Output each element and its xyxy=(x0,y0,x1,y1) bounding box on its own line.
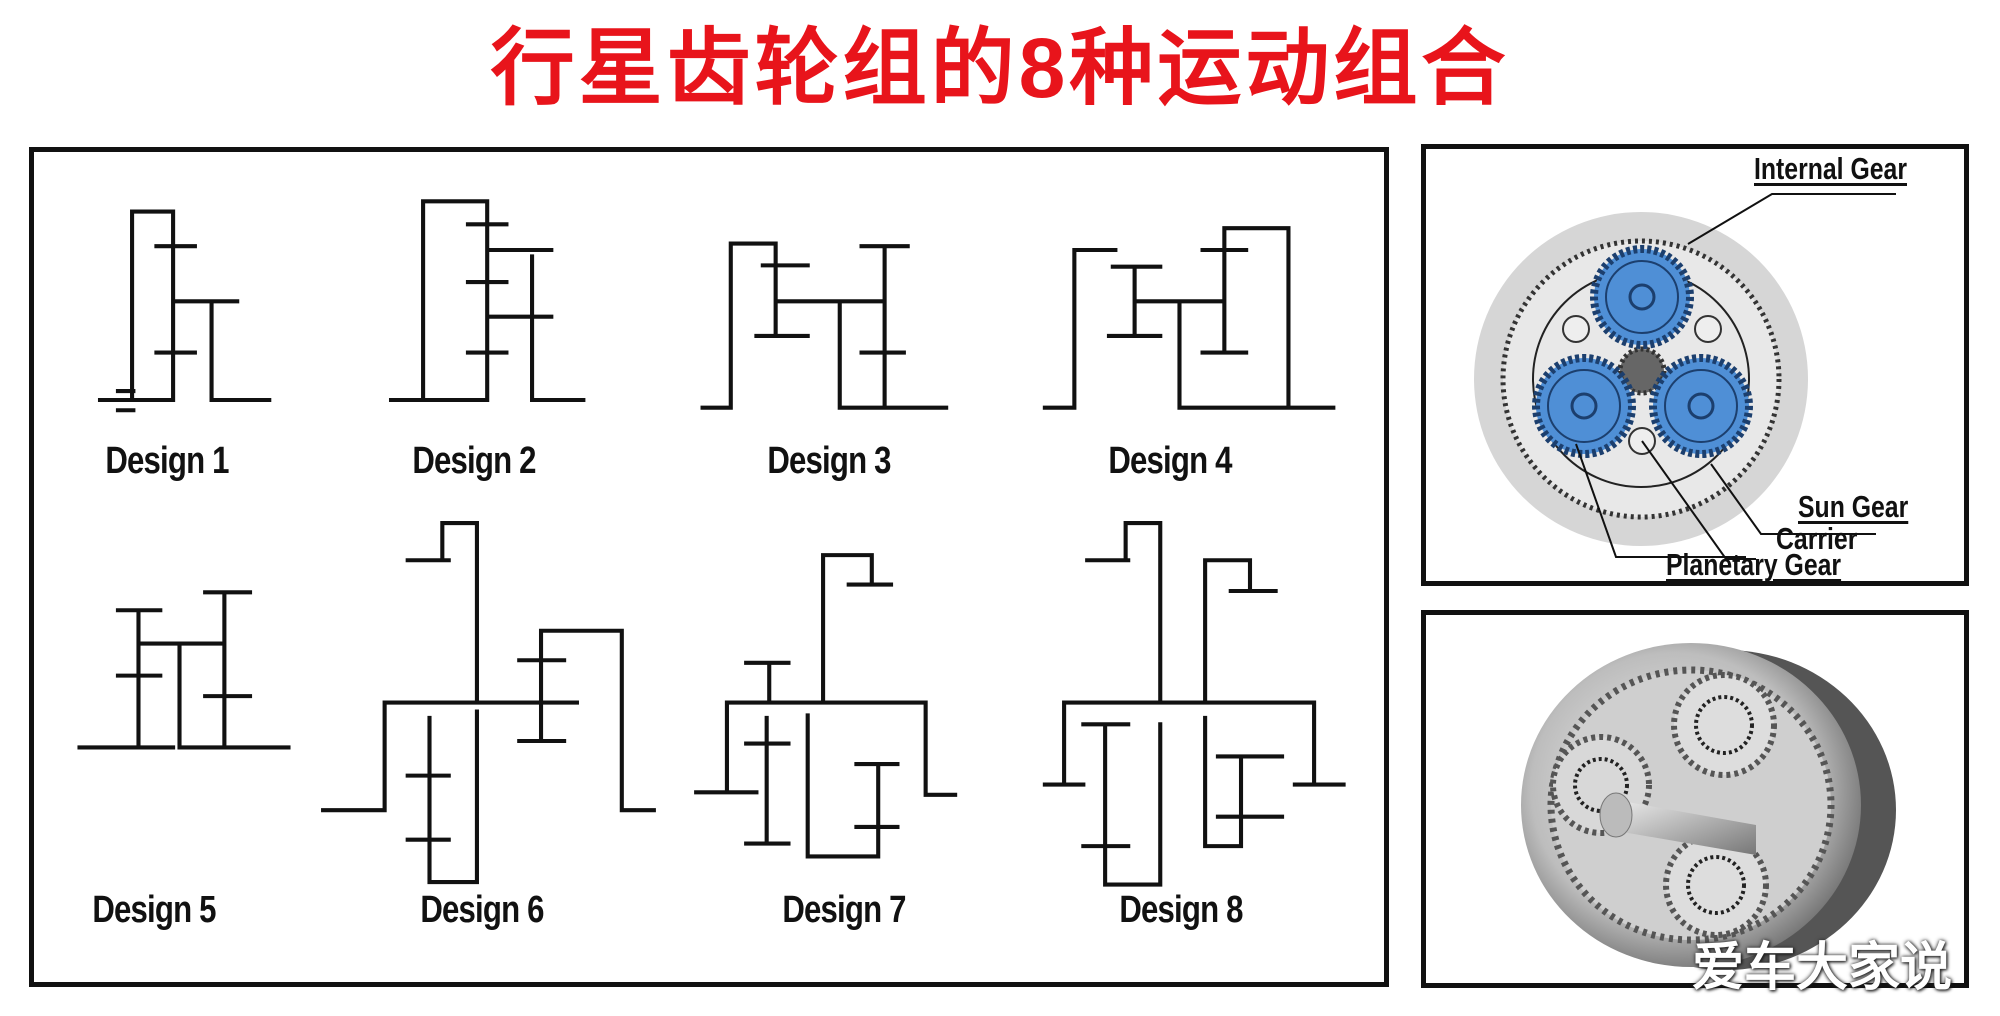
gear-photo-panel xyxy=(1421,610,1969,988)
design-8-schematic xyxy=(1042,521,1346,887)
designs-panel xyxy=(29,147,1389,987)
design-6-schematic xyxy=(321,521,656,885)
planetary-gear-label: Planetary Gear xyxy=(1666,547,1842,582)
design-8-label: Design 8 xyxy=(1119,889,1243,931)
design-3-label: Design 3 xyxy=(767,440,891,482)
design-4-schematic xyxy=(1042,226,1336,410)
page-title: 行星齿轮组的8种运动组合 xyxy=(490,21,1510,115)
planetary-gear-icon xyxy=(1532,245,1753,458)
design-6-label: Design 6 xyxy=(420,889,544,931)
watermark: 爱车大家说 xyxy=(1692,939,1953,997)
design-4-label: Design 4 xyxy=(1108,440,1232,482)
internal-gear-label: Internal Gear xyxy=(1754,151,1907,186)
design-7-schematic xyxy=(694,553,958,859)
design-5-schematic xyxy=(77,590,291,750)
design-5-label: Design 5 xyxy=(92,889,216,931)
planetary-gear-photo xyxy=(1521,643,1896,970)
design-3-schematic xyxy=(700,241,949,410)
design-2-schematic xyxy=(388,199,586,403)
carrier-label: Carrier xyxy=(1776,521,1858,556)
sun-gear-icon xyxy=(1617,346,1667,396)
design-1-schematic xyxy=(97,209,272,413)
sun-gear-label: Sun Gear xyxy=(1798,489,1909,524)
planetary-gear-diagram xyxy=(1474,193,1896,560)
design-1-label: Design 1 xyxy=(105,440,229,482)
design-2-label: Design 2 xyxy=(412,440,536,482)
design-7-label: Design 7 xyxy=(782,889,906,931)
planetary-gear-diagram-panel: Internal Gear Sun Gear Carrier Planetary… xyxy=(1421,144,1969,586)
